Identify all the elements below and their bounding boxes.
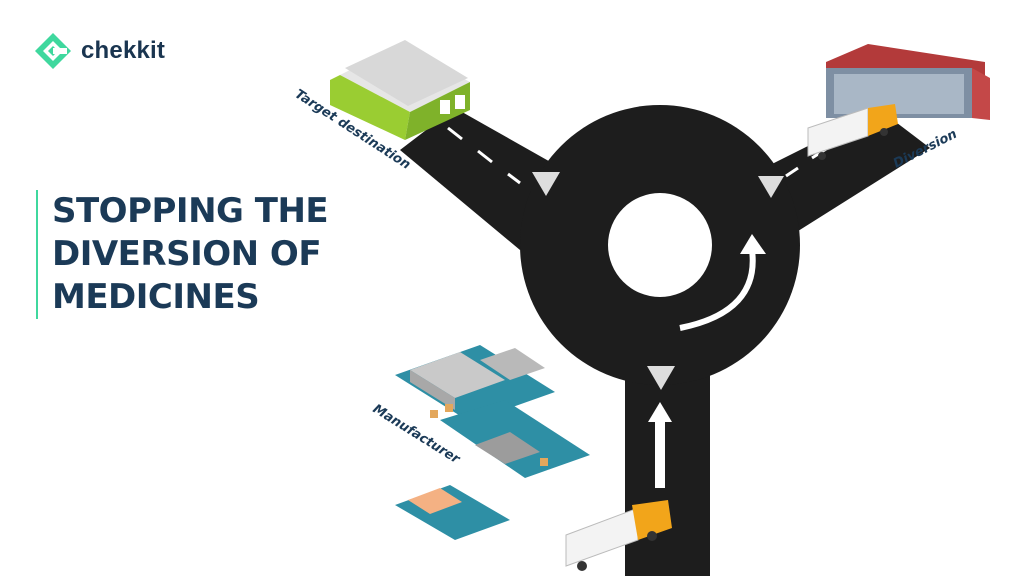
brand-name: chekkit — [81, 37, 166, 64]
brand-logo: chekkit — [33, 31, 165, 71]
truck-bottom-icon — [565, 500, 672, 571]
hangar-icon — [826, 44, 990, 120]
arrow-up-icon — [648, 402, 672, 488]
page-title: STOPPING THE DIVERSION OF MEDICINES — [36, 190, 329, 319]
roundabout-island — [608, 193, 712, 297]
title-line-2: DIVERSION OF — [52, 234, 322, 274]
yield-markers — [532, 172, 784, 390]
title-line-1: STOPPING THE — [52, 191, 329, 231]
truck-icon — [807, 104, 898, 160]
factory-icon — [395, 345, 590, 540]
warehouse-icon — [330, 40, 470, 140]
title-line-3: MEDICINES — [52, 277, 260, 317]
road-network — [400, 105, 930, 576]
chekkit-logo-icon — [35, 33, 71, 69]
curved-arrow-icon — [679, 249, 756, 331]
